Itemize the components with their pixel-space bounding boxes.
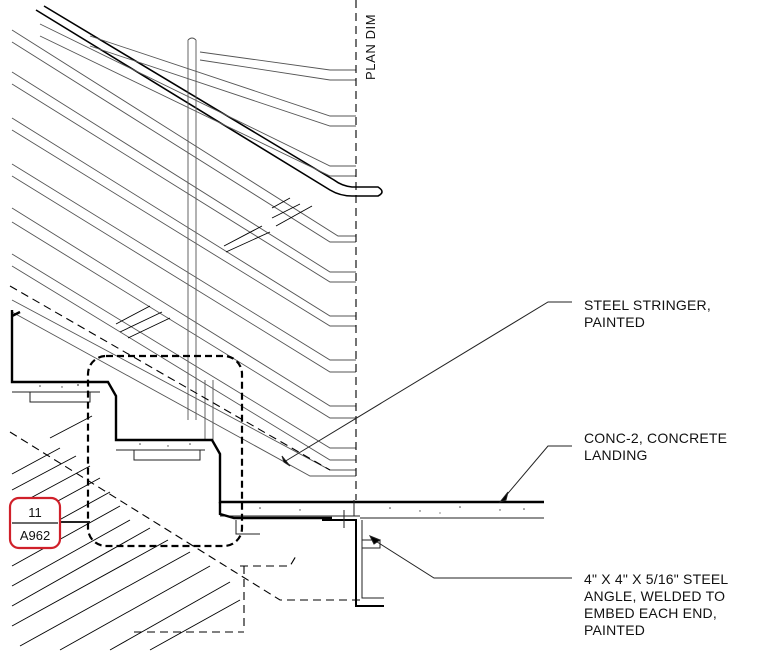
detail-reference-tag[interactable]: 11 A962 xyxy=(8,496,62,550)
concrete-stipple xyxy=(39,384,525,514)
svg-text:PAINTED: PAINTED xyxy=(584,314,645,330)
stair-treads xyxy=(10,310,544,535)
enlarged-detail-boundary xyxy=(86,354,244,548)
stringer-hatch xyxy=(11,197,313,651)
leader-lines xyxy=(60,301,572,579)
handrail xyxy=(35,5,383,197)
svg-text:STEEL STRINGER,: STEEL STRINGER, xyxy=(584,297,711,313)
note-concrete-landing: CONC-2, CONCRETE LANDING xyxy=(584,430,727,463)
svg-text:EMBED EACH END,: EMBED EACH END, xyxy=(584,605,717,621)
svg-text:PAINTED: PAINTED xyxy=(584,622,645,638)
note-steel-stringer: STEEL STRINGER, PAINTED xyxy=(584,297,711,330)
svg-text:CONC-2, CONCRETE: CONC-2, CONCRETE xyxy=(584,430,727,446)
svg-text:4" X 4" X 5/16" STEEL: 4" X 4" X 5/16" STEEL xyxy=(584,571,728,587)
steel-angle xyxy=(322,500,384,607)
detail-sheet-number: A962 xyxy=(20,528,50,543)
stringer-dashed-lines xyxy=(9,0,360,633)
svg-text:ANGLE, WELDED TO: ANGLE, WELDED TO xyxy=(584,588,725,604)
note-steel-angle: 4" X 4" X 5/16" STEEL ANGLE, WELDED TO E… xyxy=(584,571,728,638)
svg-text:LANDING: LANDING xyxy=(584,447,648,463)
detail-number: 11 xyxy=(28,505,42,520)
plan-dim-label: PLAN DIM xyxy=(363,14,378,80)
guard-rails xyxy=(11,23,356,477)
